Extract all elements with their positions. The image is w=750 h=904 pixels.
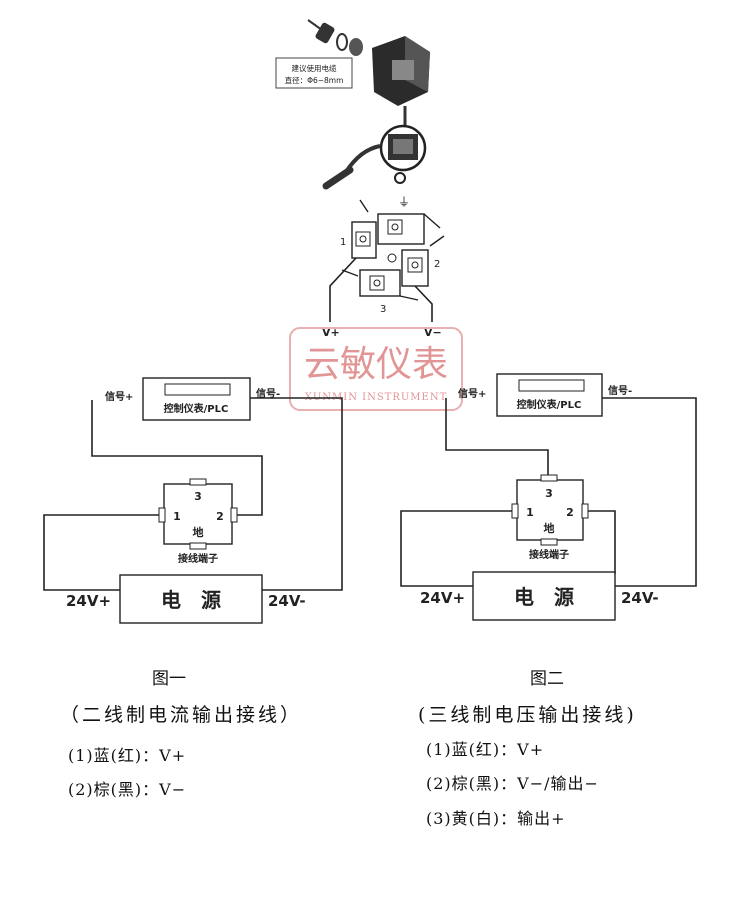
connector-pin-1: 1 (340, 237, 346, 248)
watermark-frame (289, 327, 463, 411)
fig2-power-box (472, 571, 616, 621)
fig2-controller-display (518, 379, 585, 392)
cable-gland-icon (307, 19, 363, 56)
connector-illustration: 建议使用电缆 直径：Φ6~8mm ⏚ (275, 19, 445, 339)
fig2-power-label: 电 源 (514, 585, 574, 609)
cable-note-box (275, 57, 353, 89)
cable-note-line2: 直径：Φ6~8mm (285, 75, 344, 85)
fig1-power-label: 电 源 (161, 588, 221, 612)
fig1-title: 图一 (152, 669, 186, 689)
fig2-wire-signal-minus (602, 397, 697, 587)
fig2-terminal-label: 接线端子 (529, 548, 569, 561)
fig2-wire-supply-plus (400, 510, 517, 587)
fig1-term-3: 3 (194, 490, 202, 503)
fig2-line-2: (2)棕(黑)：V−/输出− (426, 774, 599, 793)
fig1-power-box (119, 574, 263, 624)
fig1-signal-plus: 信号+ (105, 390, 133, 403)
fig1-controller-label: 控制仪表/PLC (164, 402, 229, 415)
watermark: 云敏仪表 XUNMIN INSTRUMENT (289, 327, 463, 411)
fig2-terminal-tab-right (581, 503, 589, 519)
plug-housing-icon (372, 36, 430, 128)
fig1-wire-signal-plus (91, 400, 263, 516)
fig1-supply-minus: 24V- (268, 592, 306, 610)
fig1-wire-signal-minus (250, 397, 343, 591)
fig2-term-2: 2 (566, 506, 574, 519)
fig1-terminal-label: 接线端子 (178, 552, 218, 565)
fig1-subtitle: （二线制电流输出接线） (60, 704, 303, 726)
fig2-signal-plus: 信号+ (458, 387, 486, 400)
fig2-terminal-tab-top (540, 474, 558, 482)
v-plus-lead (329, 257, 357, 322)
fig1-terminal-tab-bottom (189, 542, 207, 550)
fig1-terminal-tab-left (158, 507, 166, 523)
v-minus-lead (414, 285, 433, 322)
fig2-terminal-tab-left (511, 503, 519, 519)
terminal-block-detail: ⏚ 1 2 3 V+ V− (322, 195, 445, 339)
fig1-controller-display (164, 383, 231, 396)
connector-pin-2: 2 (434, 259, 440, 270)
fig2-line-3: (3)黄(白)：输出+ (426, 809, 566, 828)
fig1-line-1: (1)蓝(红)：V+ (68, 746, 187, 765)
v-plus-label: V+ (322, 326, 340, 339)
fig2-signal-minus: 信号- (608, 384, 632, 397)
fig1-term-ground: 地 (193, 525, 204, 539)
ground-symbol-icon: ⏚ (398, 195, 410, 209)
watermark-en: XUNMIN INSTRUMENT (305, 392, 448, 403)
socket-base-icon (322, 124, 427, 190)
fig1-term-1: 1 (173, 510, 181, 523)
fig2-terminal-tab-bottom (540, 538, 558, 546)
fig1-wire-supply-plus (43, 514, 164, 591)
fig2-wire-signal-plus (445, 398, 549, 478)
fig1-terminal-tab-right (230, 507, 238, 523)
fig1-term-2: 2 (216, 510, 224, 523)
fig2-term-3: 3 (545, 487, 553, 500)
fig2-term-1: 1 (526, 506, 534, 519)
fig1-terminal-tab-top (189, 478, 207, 486)
figure2-diagram: 控制仪表/PLC 信号+ 信号- 3 1 2 地 接线端子 电 源 24V+ 2… (400, 373, 697, 621)
fig1-line-2: (2)棕(黑)：V− (68, 780, 187, 799)
fig2-term-ground: 地 (544, 521, 555, 535)
connector-pin-3: 3 (380, 304, 386, 315)
figure1-diagram: 控制仪表/PLC 信号+ 信号- 3 1 2 地 接线端子 电 源 24V+ 2… (43, 377, 343, 624)
fig2-supply-plus: 24V+ (420, 589, 465, 607)
fig1-supply-plus: 24V+ (66, 592, 111, 610)
watermark-cn: 云敏仪表 (304, 344, 448, 385)
fig2-supply-minus: 24V- (621, 589, 659, 607)
fig2-wire-term2 (583, 510, 616, 574)
fig2-line-1: (1)蓝(红)：V+ (426, 740, 545, 759)
fig2-title: 图二 (530, 669, 564, 689)
fig2-controller-label: 控制仪表/PLC (517, 398, 582, 411)
fig2-subtitle: (三线制电压输出接线) (418, 704, 637, 726)
v-minus-label: V− (424, 326, 442, 339)
fig1-signal-minus: 信号- (256, 387, 280, 400)
cable-note-line1: 建议使用电缆 (292, 63, 337, 73)
